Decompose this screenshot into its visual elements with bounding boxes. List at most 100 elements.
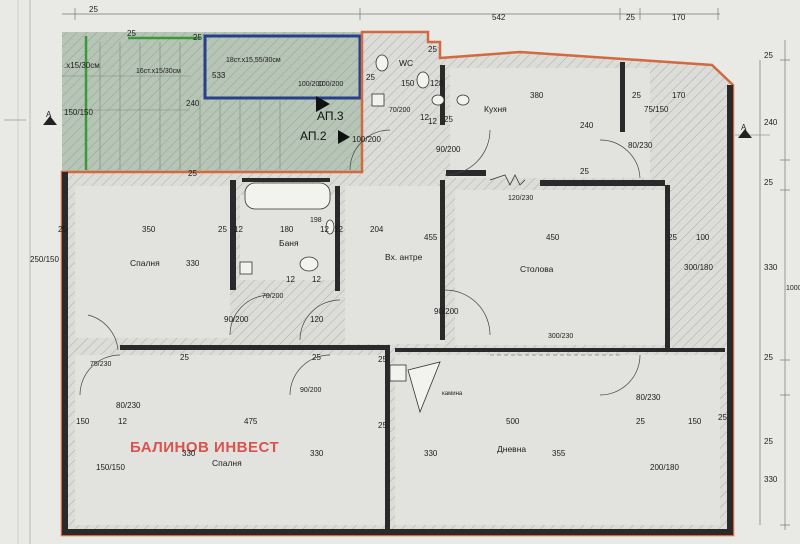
section-arrow-icon: [43, 116, 57, 125]
dim-label: 25: [718, 413, 727, 422]
dim-label: 12: [320, 225, 329, 234]
dim-label: 25: [58, 225, 67, 234]
dim-label: 75/230: [90, 361, 112, 368]
bathtub-icon: [244, 182, 331, 210]
dim-label: 355: [552, 449, 566, 458]
dim-label: 25: [378, 421, 387, 430]
dim-label: 120: [310, 315, 324, 324]
dim-label: 1000: [786, 285, 800, 292]
dim-label: 90/200: [300, 387, 322, 394]
dim-label: 330: [764, 475, 778, 484]
dim-label: 25: [668, 233, 677, 242]
dim-label: 25: [127, 29, 136, 38]
door-swing-icon: [299, 299, 341, 341]
dim-label: 25: [378, 355, 387, 364]
dim-label: 25: [180, 353, 189, 362]
room-label-bath: Баня: [279, 238, 299, 248]
dim-label: 380: [530, 91, 544, 100]
dim-label: 330: [310, 449, 324, 458]
direction-arrow-icon: [316, 96, 330, 112]
dim-label: 542: [492, 13, 506, 22]
dim-label: 25: [764, 353, 773, 362]
dim-label: 330: [764, 263, 778, 272]
door-swing-icon: [599, 354, 641, 396]
door-swings: [79, 129, 641, 396]
room-label-kitchen: Кухня: [484, 104, 507, 114]
toilet-icon: [375, 54, 389, 72]
room-label-living: Дневна: [497, 444, 526, 454]
dim-label: 100/200: [298, 81, 323, 88]
dim-label: 450: [546, 233, 560, 242]
dim-label: 80/230: [628, 141, 653, 150]
dim-label: 330: [182, 449, 196, 458]
dim-label: 25: [626, 13, 635, 22]
dim-label: 80/230: [116, 401, 141, 410]
room-label-wc: WC: [399, 58, 413, 68]
dim-label: 25: [366, 73, 375, 82]
door-swing-icon: [229, 294, 271, 336]
dim-label: 150: [401, 79, 415, 88]
door-swing-icon: [87, 314, 119, 351]
dim-label: 150/150: [64, 108, 93, 117]
room-label-dining: Столова: [520, 264, 554, 274]
dim-label: 12: [118, 417, 127, 426]
sink-icon: [325, 219, 335, 235]
room-label-hall: Вх. антре: [385, 252, 423, 262]
stair-treads: [62, 42, 281, 170]
dim-label: 25: [89, 5, 98, 14]
sink-icon: [431, 94, 445, 106]
dim-label: 90/200: [224, 315, 249, 324]
watermark-brand: БАЛИНОВ ИНВЕСТ: [130, 439, 279, 456]
dim-label: 180: [280, 225, 294, 234]
dim-label: 150: [76, 417, 90, 426]
dim-label: 25: [444, 115, 453, 124]
fixtures: [239, 54, 470, 414]
dim-label: 533: [212, 71, 226, 80]
walls: [62, 62, 733, 535]
dim-label: 300/180: [684, 263, 713, 272]
dim-label: 120/230: [508, 195, 533, 202]
dim-label: 25: [428, 45, 437, 54]
dim-label: 198: [310, 217, 322, 224]
dim-label: 150/150: [96, 463, 125, 472]
door-swing-icon: [79, 354, 121, 396]
stair-hall: [62, 32, 362, 172]
dim-label: 100/200: [318, 81, 343, 88]
dim-label: 80/230: [636, 393, 661, 402]
dim-label: 25: [218, 225, 227, 234]
direction-arrow-icon: [338, 130, 350, 144]
dim-label: 170: [672, 91, 686, 100]
dim-label: 250/150: [30, 255, 59, 264]
section-arrow-icon: [738, 129, 752, 138]
stair-label-right: 18ст.х15,55/30см: [226, 57, 281, 64]
apartment-label-3: АП.3: [317, 109, 344, 123]
toilet-icon: [299, 256, 319, 272]
dim-label: 330: [424, 449, 438, 458]
dim-label: 100/200: [352, 135, 381, 144]
dim-label: 25: [580, 167, 589, 176]
section-mark-right: A: [741, 123, 747, 132]
dim-label: 75/150: [644, 105, 669, 114]
dim-label: 350: [142, 225, 156, 234]
door-swing-icon: [289, 354, 331, 396]
door-swing-icon: [349, 129, 391, 171]
dim-label: 25: [193, 33, 202, 42]
dimension-labels: 25 542 25 170 25 240 25 330 1000 25 25 3…: [30, 5, 800, 484]
stair-label-middle: 16ст.х15/30см: [136, 68, 181, 75]
stove-icon: [371, 93, 385, 107]
dim-label: 300/230: [548, 333, 573, 340]
sink-icon: [456, 94, 470, 106]
dim-label: 90/200: [436, 145, 461, 154]
dim-label: 25: [764, 437, 773, 446]
dim-label: 240: [186, 99, 200, 108]
door-swing-icon: [444, 129, 491, 176]
sink-icon: [239, 261, 253, 275]
dim-label: 500: [506, 417, 520, 426]
toilet-icon: [416, 71, 430, 89]
arch-zigzag: [489, 174, 526, 186]
dim-label: 240: [764, 118, 778, 127]
dim-label: 200/180: [650, 463, 679, 472]
dim-label: 25: [632, 91, 641, 100]
dim-label: 330: [186, 259, 200, 268]
